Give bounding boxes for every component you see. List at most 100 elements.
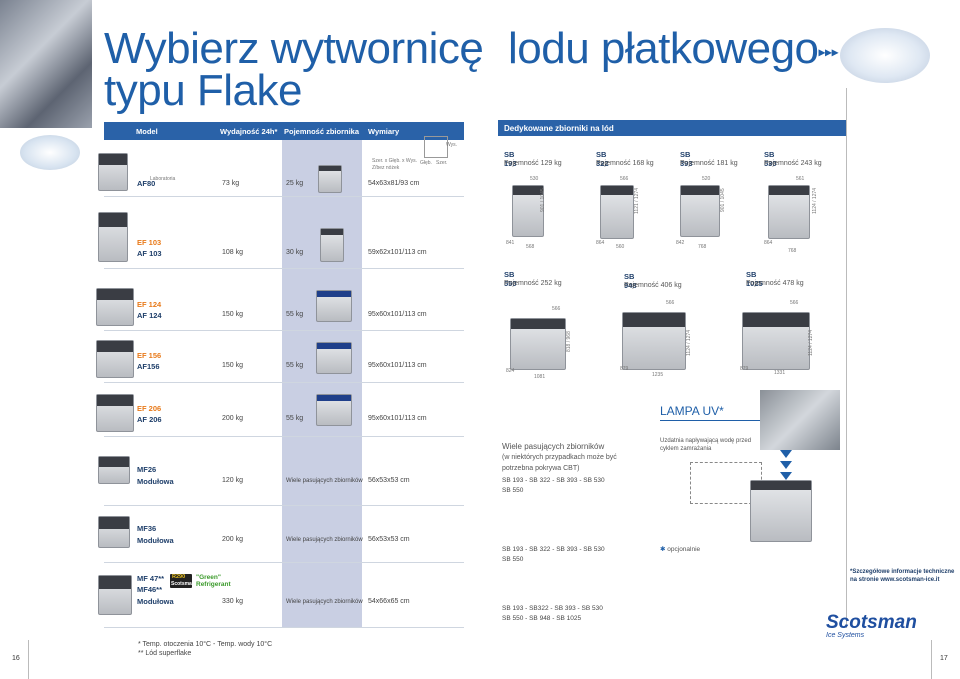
model-af156: AF156 [137, 362, 160, 371]
r290-label: R290 [172, 574, 186, 580]
af206-small-image [316, 394, 352, 426]
arrow-down-icon-3 [780, 472, 792, 480]
more-info-note: *Szczegółowe informacje techniczne na st… [850, 568, 954, 584]
af103-small-image [320, 228, 344, 262]
af80-machine-image [98, 153, 128, 191]
sb193-height: 901 / 1045 [540, 188, 546, 212]
many-bins-note: Wiele pasujących zbiorników (w niektóryc… [502, 441, 617, 474]
refrigerant-label: Refrigerant [196, 581, 231, 588]
bin-mf47: Wiele pasujących zbiorników [286, 599, 363, 605]
bin-sb393-cap: Pojemność 181 kg [680, 160, 738, 167]
lampa-uv-label: LAMPA UV* [660, 400, 782, 422]
many-bins-line2: (w niektórych przypadkach może być [502, 454, 617, 461]
many-bins-line3: potrzebna pokrywa CBT) [502, 465, 580, 472]
sb393-bin-image [680, 185, 720, 237]
capacity-af80: 73 kg [222, 180, 240, 187]
model-mf47: MF 47** [137, 574, 165, 583]
sb550-width: 566 [552, 306, 561, 312]
sb948-width: 566 [666, 300, 675, 306]
sub-mf47: Modułowa [137, 597, 174, 606]
bin-sb948-name: SB 948 [624, 272, 637, 290]
title-right: lodu płatkowego▸▸▸ [508, 27, 839, 72]
dim-height-label: Wys. [446, 142, 458, 148]
dims-af124: 95x60x101/113 cm [368, 311, 427, 318]
sb550-depth2: 1081 [534, 374, 546, 380]
page-number-right: 17 [940, 655, 948, 662]
sb1025-width: 566 [790, 300, 799, 306]
sb393-depth: 842 [676, 240, 685, 246]
sb1025-depth2: 1331 [774, 370, 786, 376]
bin-sb550-cap: Pojemność 252 kg [504, 280, 562, 287]
more-info-line2: na stronie www.scotsman-ice.it [850, 577, 940, 583]
sb193-bin-image [512, 185, 544, 237]
laboratoria-label: Laboratoria [150, 176, 176, 182]
optional-note: ✱ opcjonalnie [660, 545, 700, 553]
arrow-down-icon [780, 450, 792, 458]
bins-header: Dedykowane zbiorniki na lód [498, 120, 846, 136]
bin-af103: 30 kg [286, 249, 304, 256]
green-refrigerant-badge: R290 Scotsman "Green" Refrigerant [170, 574, 244, 590]
scotsman-logo: Scotsman Ice Systems [826, 612, 917, 639]
sb193-depth2: 568 [526, 244, 535, 250]
more-info-line1: *Szczegółowe informacje techniczne [850, 569, 955, 575]
af80-small-image [318, 165, 342, 193]
water-note: Uzdatnia napływającą wodę przed cyklem z… [660, 437, 751, 453]
title-left: Wybierz wytwornicę typu Flake [104, 27, 484, 113]
ice-flakes-right-image [840, 28, 930, 83]
page-number-left: 16 [12, 655, 20, 662]
ice-photo [0, 0, 92, 128]
dims-af103: 59x62x101/113 cm [368, 249, 427, 256]
footnote-2: ** Lód superflake [138, 650, 192, 657]
chevron-right-icon: ▸▸▸ [818, 43, 839, 60]
sb393-width: 520 [702, 176, 711, 182]
sb530-depth2: 768 [788, 248, 797, 254]
sb322-width: 566 [620, 176, 629, 182]
sb550-height: 818 / 968 [566, 331, 572, 352]
header-dimensions: Wymiary [368, 126, 400, 136]
dims-af80: 54x63x81/93 cm [368, 180, 420, 187]
bin-mf36: Wiele pasujących zbiorników [286, 537, 363, 543]
compat-mf26: SB 193 - SB 322 - SB 393 - SB 530 SB 550 [502, 477, 605, 494]
model-ef156: EF 156 [137, 351, 162, 360]
sb322-depth2: 560 [616, 244, 625, 250]
sb322-depth: 864 [596, 240, 605, 246]
mf36-machine-image [98, 516, 130, 548]
dim-depth-label: Głęb. [420, 160, 432, 166]
bin-af80: 25 kg [286, 180, 304, 187]
capacity-af206: 200 kg [222, 415, 244, 422]
bin-sb193-name: SB 193 [504, 150, 517, 168]
dim-note-line1: Szer. x Głęb. x Wys. [372, 158, 417, 164]
dims-mf36: 56x53x53 cm [368, 536, 410, 543]
sb393-depth2: 768 [698, 244, 707, 250]
sb322-bin-image [600, 185, 634, 239]
sb1025-bin-image [742, 312, 810, 370]
bin-capacity-column-shade [282, 140, 362, 628]
sub-mf36: Modułowa [137, 536, 174, 545]
model-mf46: MF46** [137, 585, 163, 594]
capacity-af124: 150 kg [222, 311, 244, 318]
af124-machine-image [96, 288, 134, 326]
modular-unit-image [750, 480, 812, 542]
capacity-af156: 150 kg [222, 362, 244, 369]
header-bin-capacity: Pojemność zbiornika [284, 126, 360, 136]
bin-sb322-cap: Pojemność 168 kg [596, 160, 654, 167]
sub-mf26: Modułowa [137, 477, 174, 486]
model-mf36: MF36 [137, 524, 157, 533]
many-bins-line1: Wiele pasujących zbiorników [502, 442, 605, 451]
sb530-height: 1124 / 1274 [812, 187, 818, 214]
sb1025-height: 1124 / 1274 [808, 329, 814, 356]
sb948-depth: 879 [620, 366, 629, 372]
green-label: "Green" [196, 574, 221, 581]
sb193-width: 530 [530, 176, 539, 182]
logo-sub: Ice Systems [826, 632, 865, 639]
bin-sb948-cap: Pojemność 406 kg [624, 282, 682, 289]
arrow-down-icon-2 [780, 461, 792, 469]
dims-mf26: 56x53x53 cm [368, 477, 410, 484]
model-af80: AF80 [137, 179, 156, 188]
capacity-mf47: 330 kg [222, 598, 244, 605]
model-ef124: EF 124 [137, 300, 162, 309]
bin-sb530-cap: Pojemność 243 kg [764, 160, 822, 167]
af206-machine-image [96, 394, 134, 432]
sb948-height: 1124 / 1274 [686, 329, 692, 356]
af124-small-image [316, 290, 352, 322]
